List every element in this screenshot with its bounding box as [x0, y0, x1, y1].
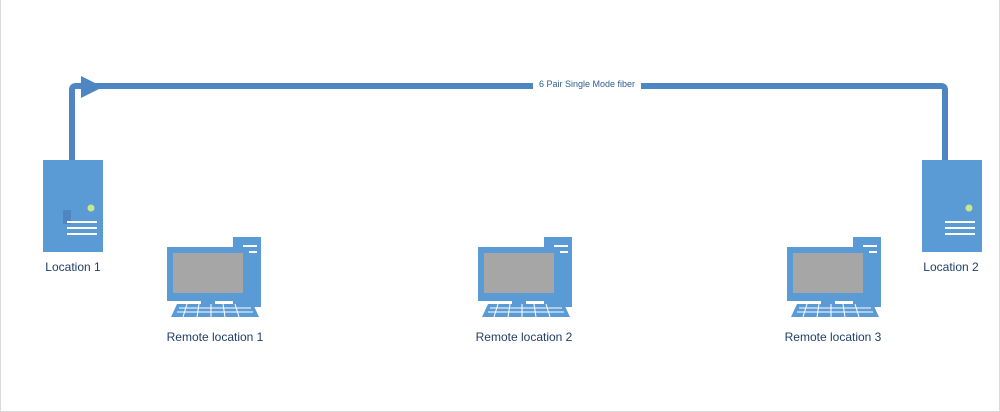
- fiber-link-label: 6 Pair Single Mode fiber: [533, 79, 641, 89]
- remote-location-2-computer-icon: [478, 237, 572, 318]
- remote-location-1-label: Remote location 1: [166, 330, 264, 344]
- fiber-link: [69, 76, 958, 214]
- fiber-link-arrowhead-start: [81, 76, 103, 98]
- remote-location-1-computer-icon: [167, 237, 261, 318]
- location-1-label: Location 1: [45, 260, 101, 274]
- location-2-server-icon: [922, 160, 982, 252]
- remote-location-2-label: Remote location 2: [475, 330, 573, 344]
- remote-location-3-computer-icon: [787, 237, 881, 318]
- location-1-server-icon: [43, 160, 103, 252]
- fiber-link-line: [69, 83, 948, 210]
- location-2-label: Location 2: [923, 260, 979, 274]
- remote-location-3-label: Remote location 3: [784, 330, 882, 344]
